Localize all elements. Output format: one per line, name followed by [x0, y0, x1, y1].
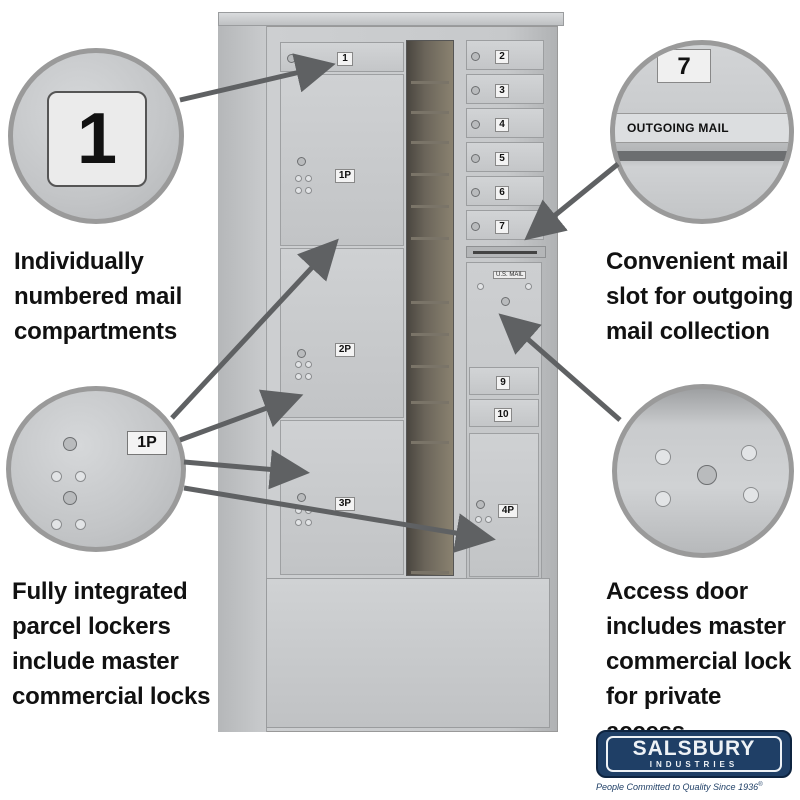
callout-line: compartments [14, 318, 177, 345]
lock-icon [471, 154, 480, 163]
parcel-locker-number: 1P [335, 169, 355, 183]
salsbury-logo: SALSBURY INDUSTRIES [596, 730, 792, 778]
cabinet-top-cap [218, 12, 564, 26]
compartment-number: 7 [495, 220, 509, 234]
compartment-number: 1 [337, 52, 353, 66]
callout-line: commercial locks [12, 683, 211, 710]
zoom-circle-outgoing: 7 OUTGOING MAIL [610, 40, 794, 224]
callout-numbered: Individually numbered mail compartments [14, 244, 182, 349]
cabinet-pedestal [266, 578, 550, 728]
callout-outgoing: Convenient mail slot for outgoing mail c… [606, 244, 793, 349]
parcel-plate-closeup: 1P [127, 431, 167, 455]
compartment-number: 5 [495, 152, 509, 166]
slot-number-plate: 7 [657, 49, 711, 83]
outgoing-mail-label: OUTGOING MAIL [627, 121, 729, 135]
number-plate-closeup: 1 [47, 91, 147, 187]
brand-tagline: People Committed to Quality Since 1936® [596, 782, 796, 792]
outgoing-mail-slot[interactable] [466, 246, 546, 258]
parcel-locker-door-3p[interactable]: 3P [280, 420, 404, 575]
arrow-parcel-3p [183, 449, 310, 490]
access-lock-icon [501, 297, 510, 306]
lock-icon [63, 437, 77, 451]
registered-mark: ® [758, 782, 763, 788]
lock-icon [471, 120, 480, 129]
callout-line: numbered mail [14, 283, 183, 310]
tagline-text: People Committed to Quality Since 1936 [596, 782, 759, 792]
lock-icon [471, 188, 480, 197]
callout-line: Individually [14, 248, 144, 275]
arrow-parcel-2p [179, 389, 304, 443]
compartment-door[interactable]: 3 [466, 74, 544, 104]
compartment-number: 9 [496, 376, 510, 390]
us-mail-label: U.S. MAIL [493, 271, 527, 279]
lock-icon [297, 157, 306, 166]
callout-line: commercial lock [606, 648, 792, 675]
arrow-outgoing [524, 162, 620, 241]
compartment-door[interactable]: 10 [469, 399, 539, 427]
parcel-locker-number: 2P [335, 343, 355, 357]
arrow-parcel-4p [183, 485, 496, 553]
callout-line: includes master [606, 613, 786, 640]
lock-icon [297, 493, 306, 502]
arrow-access [498, 313, 622, 422]
master-lock-icon [697, 465, 717, 485]
arrow-numbered [179, 53, 336, 103]
cabinet-side-panel [218, 26, 267, 732]
outgoing-slot-opening [615, 151, 789, 161]
compartment-number: 3 [495, 84, 509, 98]
callout-line: Convenient mail [606, 248, 789, 275]
arrow-parcel-1p [170, 238, 339, 420]
compartment-number: 2 [495, 50, 509, 64]
callout-line: Fully integrated [12, 578, 188, 605]
compartment-number: 10 [494, 408, 512, 422]
callout-line: slot for outgoing [606, 283, 794, 310]
logo-name: SALSBURY [632, 737, 756, 760]
callout-line: include master [12, 648, 179, 675]
callout-line: mail collection [606, 318, 770, 345]
callout-line: parcel lockers [12, 613, 171, 640]
parcel-locker-door-1p[interactable]: 1P [280, 74, 404, 246]
open-compartment-interior [406, 40, 454, 576]
parcel-locker-number: 4P [498, 504, 518, 518]
callout-parcel: Fully integrated parcel lockers include … [12, 574, 210, 714]
lock-icon [297, 349, 306, 358]
compartment-door[interactable]: 9 [469, 367, 539, 395]
lock-icon [476, 500, 485, 509]
logo-subtitle: INDUSTRIES [649, 760, 739, 769]
parcel-locker-door-4p[interactable]: 4P [469, 433, 539, 577]
compartment-number: 4 [495, 118, 509, 132]
callout-line: Access door [606, 578, 748, 605]
compartment-door[interactable]: 2 [466, 40, 544, 70]
callout-access: Access door includes master commercial l… [606, 574, 800, 749]
compartment-door[interactable]: 4 [466, 108, 544, 138]
lock-icon [471, 52, 480, 61]
compartment-door[interactable]: 6 [466, 176, 544, 206]
lock-icon [63, 491, 77, 505]
zoom-circle-number: 1 [8, 48, 184, 224]
zoom-circle-access-lock [612, 384, 794, 558]
lock-icon [471, 222, 480, 231]
compartment-door[interactable]: 5 [466, 142, 544, 172]
lock-icon [471, 86, 480, 95]
compartment-number: 6 [495, 186, 509, 200]
zoom-circle-parcel: 1P [6, 386, 186, 552]
parcel-locker-number: 3P [335, 497, 355, 511]
